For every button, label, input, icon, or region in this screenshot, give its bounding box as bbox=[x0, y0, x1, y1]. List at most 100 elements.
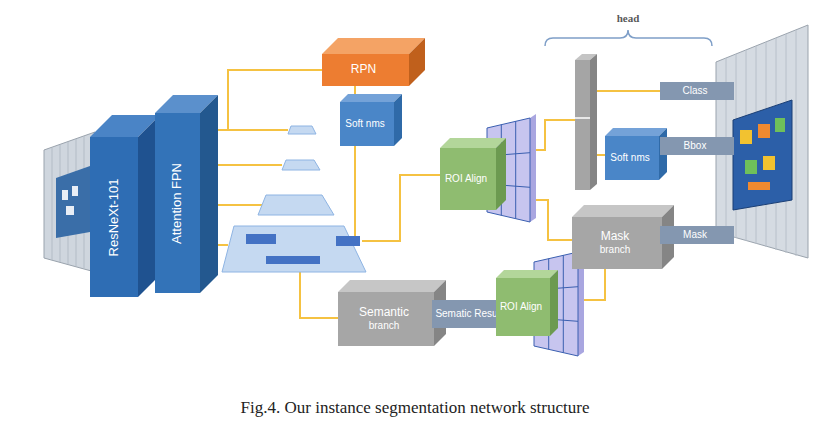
feature-map bbox=[258, 195, 334, 215]
block-front bbox=[322, 54, 409, 86]
text-area: Soft nms bbox=[605, 136, 655, 180]
image-screen bbox=[56, 166, 90, 238]
node-text: Attention FPN bbox=[170, 163, 185, 244]
output-box: Mask bbox=[660, 226, 734, 244]
block-top bbox=[340, 94, 402, 102]
image-frame bbox=[44, 132, 95, 272]
text-area: Attention FPN bbox=[155, 113, 200, 293]
head-bar bbox=[575, 54, 597, 190]
feature-map bbox=[288, 126, 316, 134]
head-bracket bbox=[545, 30, 712, 46]
node-text: branch bbox=[600, 244, 631, 256]
connector bbox=[354, 86, 356, 94]
image-screen bbox=[733, 100, 792, 210]
block-front bbox=[90, 137, 138, 297]
flow-line bbox=[218, 164, 282, 166]
image-mark bbox=[740, 130, 752, 144]
node-text: Mask bbox=[683, 229, 707, 241]
flow-line bbox=[218, 204, 262, 206]
roi-rect bbox=[246, 234, 276, 244]
text-area: Class bbox=[660, 82, 730, 100]
block-top bbox=[338, 280, 446, 292]
feature-map bbox=[222, 226, 366, 272]
image-mark bbox=[775, 118, 785, 132]
block-top bbox=[605, 128, 667, 136]
block-front bbox=[155, 113, 200, 293]
block-front bbox=[572, 217, 662, 269]
image-mark bbox=[72, 186, 78, 196]
node-text: RPN bbox=[351, 63, 376, 77]
roi-rect bbox=[336, 236, 360, 246]
backbone-block: ResNeXt-101 bbox=[90, 115, 160, 297]
node-text: ROI Align bbox=[445, 173, 487, 185]
node-text: branch bbox=[369, 320, 400, 332]
roi-align-block: ROI Align bbox=[440, 138, 506, 210]
roi-align-block: ROI Align bbox=[496, 270, 558, 336]
flow-line bbox=[354, 146, 356, 236]
image-mark bbox=[745, 160, 757, 174]
node-text: Class bbox=[682, 85, 707, 97]
text-area: ResNeXt-101 bbox=[90, 137, 138, 297]
grid-side bbox=[530, 114, 536, 222]
image-mark bbox=[62, 190, 68, 200]
figure-caption: Fig.4. Our instance segmentation network… bbox=[241, 398, 590, 418]
block-side bbox=[496, 138, 506, 210]
block-shape bbox=[322, 38, 425, 86]
block-shape bbox=[90, 115, 160, 297]
node-text: ResNeXt-101 bbox=[107, 178, 122, 256]
text-area: RPN bbox=[322, 54, 405, 86]
text-area: ROI Align bbox=[496, 278, 546, 336]
text-area: ROI Align bbox=[440, 148, 492, 210]
block-front bbox=[660, 137, 734, 155]
text-area: Soft nms bbox=[340, 102, 390, 146]
image-mark bbox=[748, 182, 770, 190]
roi-rect bbox=[266, 256, 320, 264]
block-side bbox=[200, 95, 218, 293]
block-shape bbox=[155, 95, 218, 293]
block-front bbox=[605, 136, 659, 180]
flow-line bbox=[532, 120, 575, 150]
node-text: Sematic Result bbox=[435, 308, 502, 320]
head-label: head bbox=[617, 12, 640, 24]
bar-side bbox=[590, 54, 597, 190]
block-front bbox=[660, 82, 734, 100]
block-front bbox=[440, 148, 496, 210]
output-box: Class bbox=[660, 82, 734, 100]
block-side bbox=[394, 94, 402, 146]
fpn-block: Attention FPN bbox=[155, 95, 218, 293]
bar-split bbox=[575, 117, 590, 119]
text-area: Bbox bbox=[660, 137, 730, 155]
flow-line bbox=[218, 244, 228, 246]
text-area: Maskbranch bbox=[572, 217, 658, 269]
connector bbox=[218, 70, 322, 130]
node-text: Semantic bbox=[359, 306, 409, 320]
bar-front bbox=[575, 60, 590, 190]
text-area: Semanticbranch bbox=[338, 292, 430, 346]
block-front bbox=[660, 226, 734, 244]
text-area: Mask bbox=[660, 226, 730, 244]
block-top bbox=[496, 270, 558, 278]
node-text: Mask bbox=[601, 230, 630, 244]
block-side bbox=[550, 270, 558, 336]
flow-line bbox=[532, 200, 572, 240]
input-image bbox=[44, 132, 95, 272]
block-side bbox=[409, 38, 425, 86]
block-top bbox=[572, 205, 674, 217]
output-box: Bbox bbox=[660, 137, 734, 155]
block-top bbox=[322, 38, 425, 54]
node-text: ROI Align bbox=[500, 301, 542, 313]
node-text: Soft nms bbox=[610, 152, 649, 164]
node-text: Bbox bbox=[684, 140, 707, 152]
block-front bbox=[338, 292, 434, 346]
feature-pyramid bbox=[222, 126, 366, 272]
nms-block: Soft nms bbox=[605, 128, 667, 180]
image-mark bbox=[758, 124, 770, 138]
branch-block: Semanticbranch bbox=[338, 280, 446, 346]
image-stripes bbox=[726, 30, 796, 256]
block-top bbox=[440, 138, 506, 148]
flow-line bbox=[590, 90, 660, 92]
block-front bbox=[496, 278, 550, 336]
image-mark bbox=[66, 206, 74, 215]
block-front bbox=[340, 102, 394, 146]
